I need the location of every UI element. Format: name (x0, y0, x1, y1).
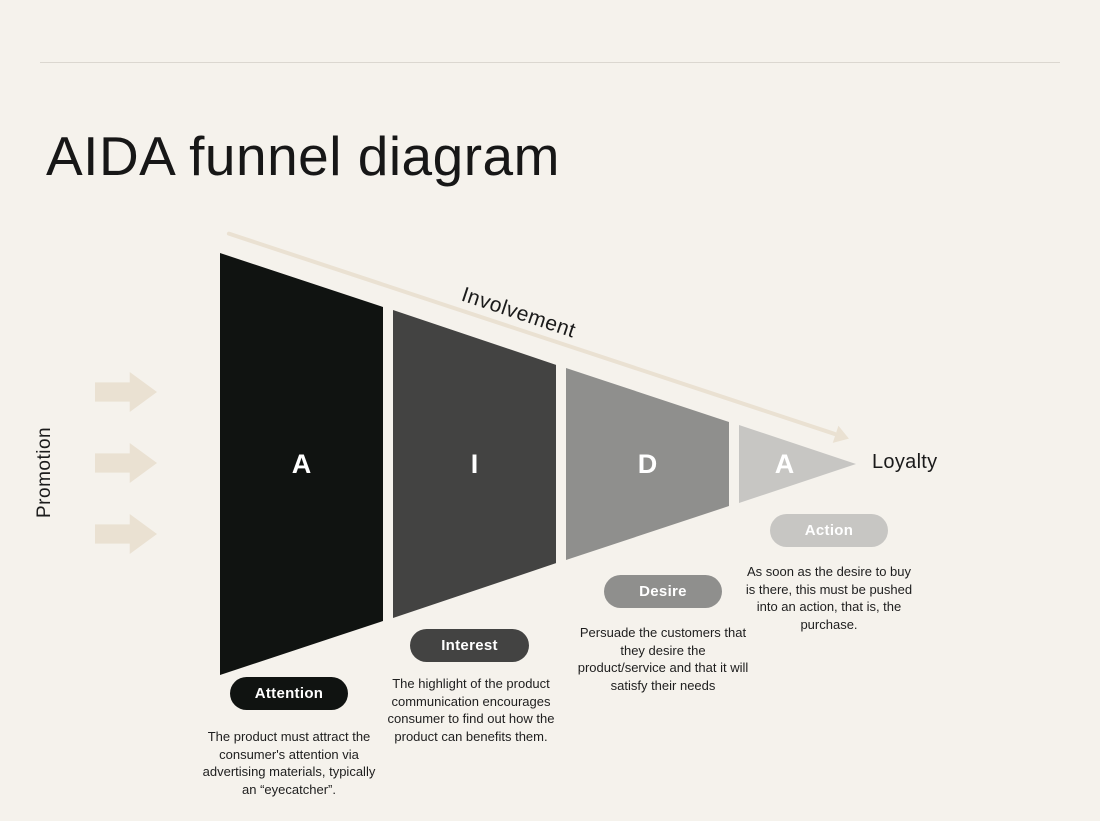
stage-description-action: As soon as the desire to buy is there, t… (745, 564, 913, 632)
stage-pill-attention: Attention (230, 677, 348, 710)
stage-description-interest: The highlight of the product communicati… (387, 676, 555, 744)
loyalty-label: Loyalty (872, 451, 938, 473)
stage-pill-desire: Desire (604, 575, 722, 608)
funnel-stage-desire: D (566, 368, 729, 560)
stage-pill-action: Action (770, 514, 888, 547)
top-divider (40, 62, 1060, 63)
stage-pill-label-action: Action (804, 522, 854, 539)
stage-description-attention: The product must attract the consumer's … (202, 729, 376, 797)
page-title: AIDA funnel diagram (46, 125, 560, 187)
stage-pill-label-attention: Attention (254, 685, 324, 702)
stage-letter-interest: I (470, 448, 479, 479)
promotion-axis-label: Promotion (34, 426, 55, 518)
funnel-stage-attention: A (220, 253, 383, 675)
stage-letter-attention: A (291, 448, 312, 479)
stage-letter-action: A (774, 448, 795, 479)
promotion-arrow-icon (95, 443, 157, 483)
stage-description-desire: Persuade the customers that they desire … (577, 625, 749, 693)
promotion-arrow-icon (95, 514, 157, 554)
bottom-margin (0, 821, 1100, 828)
stage-pill-label-desire: Desire (639, 583, 687, 600)
promotion-arrow-icon (95, 372, 157, 412)
funnel-stage-interest: I (393, 310, 556, 618)
stage-letter-desire: D (637, 448, 658, 479)
stage-pill-interest: Interest (410, 629, 529, 662)
stage-pill-label-interest: Interest (441, 637, 498, 654)
